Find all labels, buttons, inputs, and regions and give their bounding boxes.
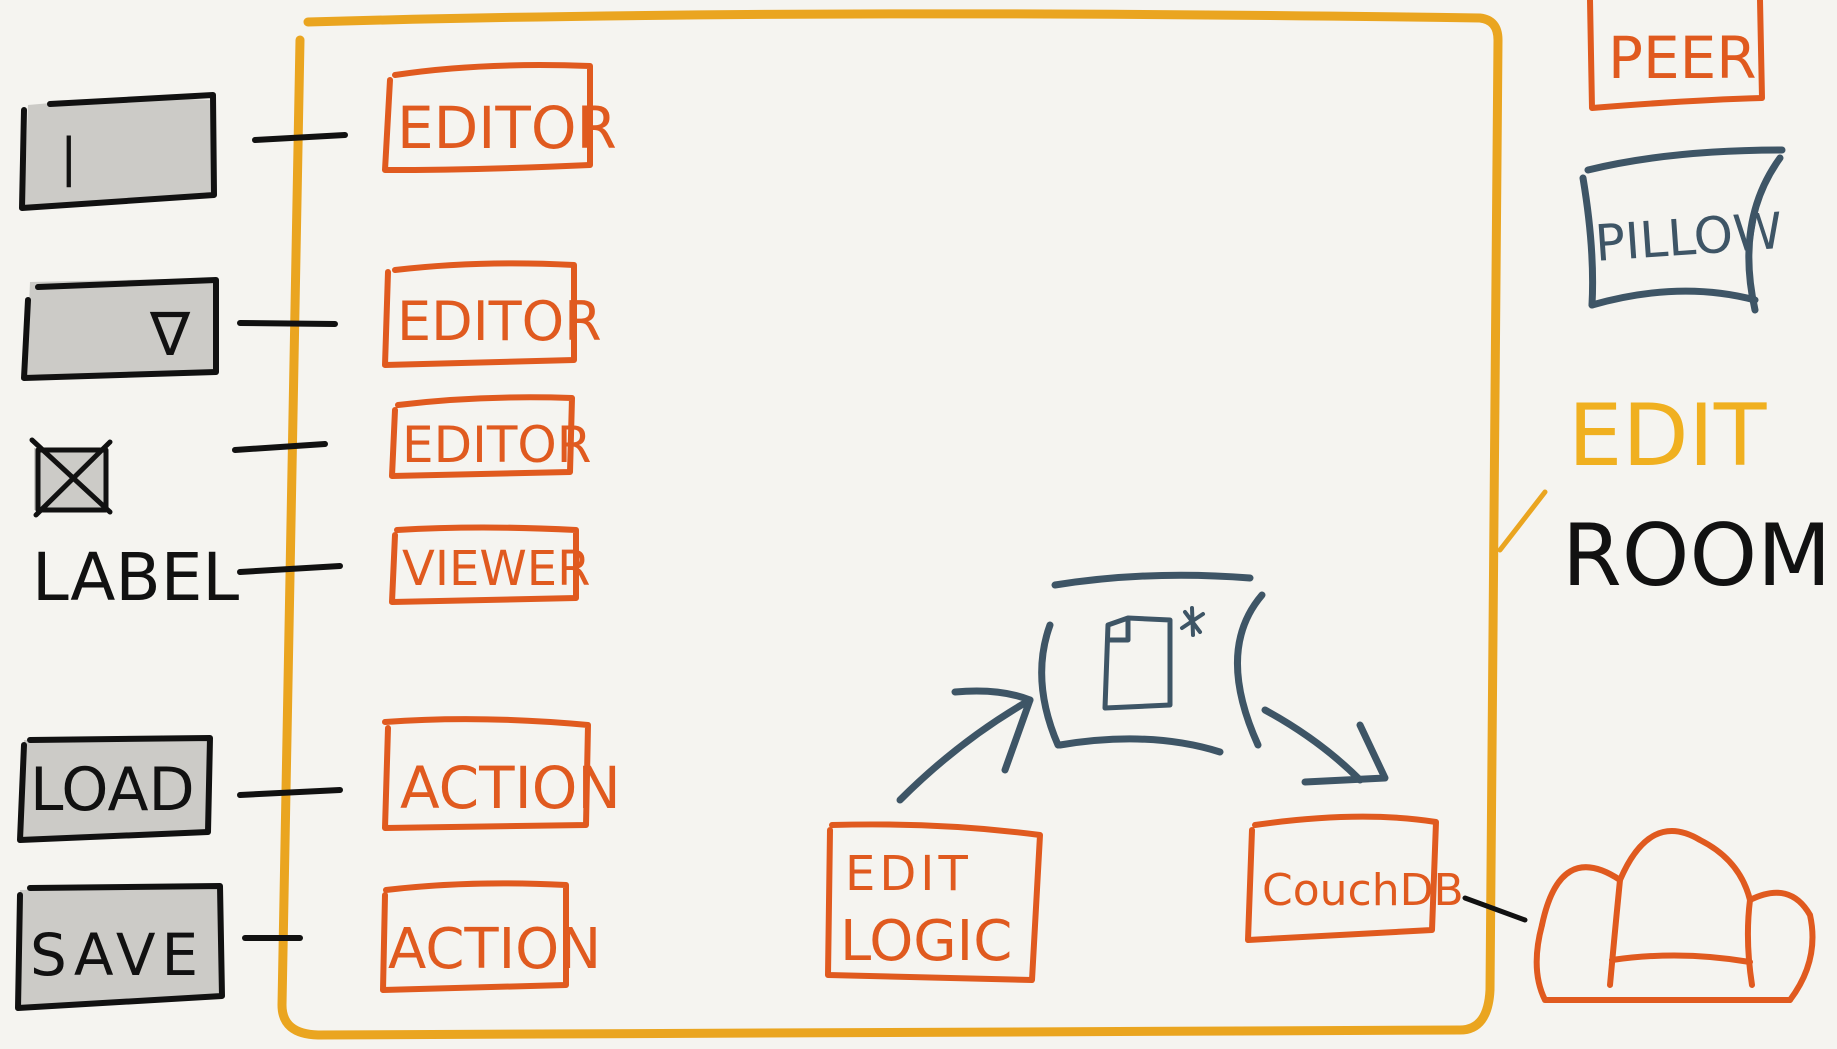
editor-box-3: EDITOR [389,394,591,479]
dropdown-widget[interactable]: ∇ [21,277,219,381]
edit-logic-box: EDIT LOGIC [825,821,1043,983]
load-button-label: LOAD [30,755,195,825]
svg-text:CouchDB: CouchDB [1262,865,1464,916]
svg-text:ACTION: ACTION [400,754,621,822]
svg-text:EDITOR: EDITOR [397,94,617,162]
svg-text:LOGIC: LOGIC [840,909,1012,974]
connector-checkbox [232,441,328,453]
pillow-shape [1038,571,1266,756]
couchdb-box: CouchDB [1245,813,1464,943]
text-input-widget[interactable]: | [19,92,217,211]
edit-room-label-line1: EDIT [1568,386,1767,486]
checkbox-widget[interactable] [29,437,113,518]
connector-dropdown [237,320,338,327]
dropdown-arrow-icon: ∇ [149,300,191,370]
svg-text:PEER: PEER [1608,24,1757,92]
connector-load [237,787,343,798]
svg-text:VIEWER: VIEWER [402,541,590,597]
svg-text:ACTION: ACTION [388,917,601,982]
save-button[interactable]: SAVE [15,883,225,1011]
svg-text:EDIT: EDIT [845,846,972,902]
text-input-value: | [60,128,78,188]
editor-box-1: EDITOR [382,62,617,173]
svg-text:PILLOW: PILLOW [1593,202,1784,273]
viewer-box: VIEWER [389,524,590,605]
editor-box-2: EDITOR [382,260,602,368]
arrow-edit-logic-to-pillow [896,687,1034,804]
arrow-pillow-to-couchdb [1261,706,1389,786]
pillow-legend-shape: PILLOW [1579,146,1786,314]
connector-label [237,563,343,575]
load-button[interactable]: LOAD [17,735,213,843]
peer-legend-box: PEER [1587,0,1765,111]
connector-edit-room [1497,489,1548,553]
save-button-label: SAVE [30,921,204,989]
action-box-1: ACTION [382,716,621,831]
document-asterisk-icon [1102,606,1205,711]
action-box-2: ACTION [380,880,601,993]
label-widget: LABEL [32,539,239,616]
sofa-icon [1533,828,1816,1003]
svg-text:EDITOR: EDITOR [402,416,591,474]
edit-room-label-line2: ROOM [1562,506,1831,606]
edit-room-frame [277,9,1503,1040]
connector-text-input [252,132,348,143]
connector-couchdb-sofa [1462,895,1528,923]
checkmark-x-icon [29,437,113,518]
svg-text:EDITOR: EDITOR [397,290,602,353]
